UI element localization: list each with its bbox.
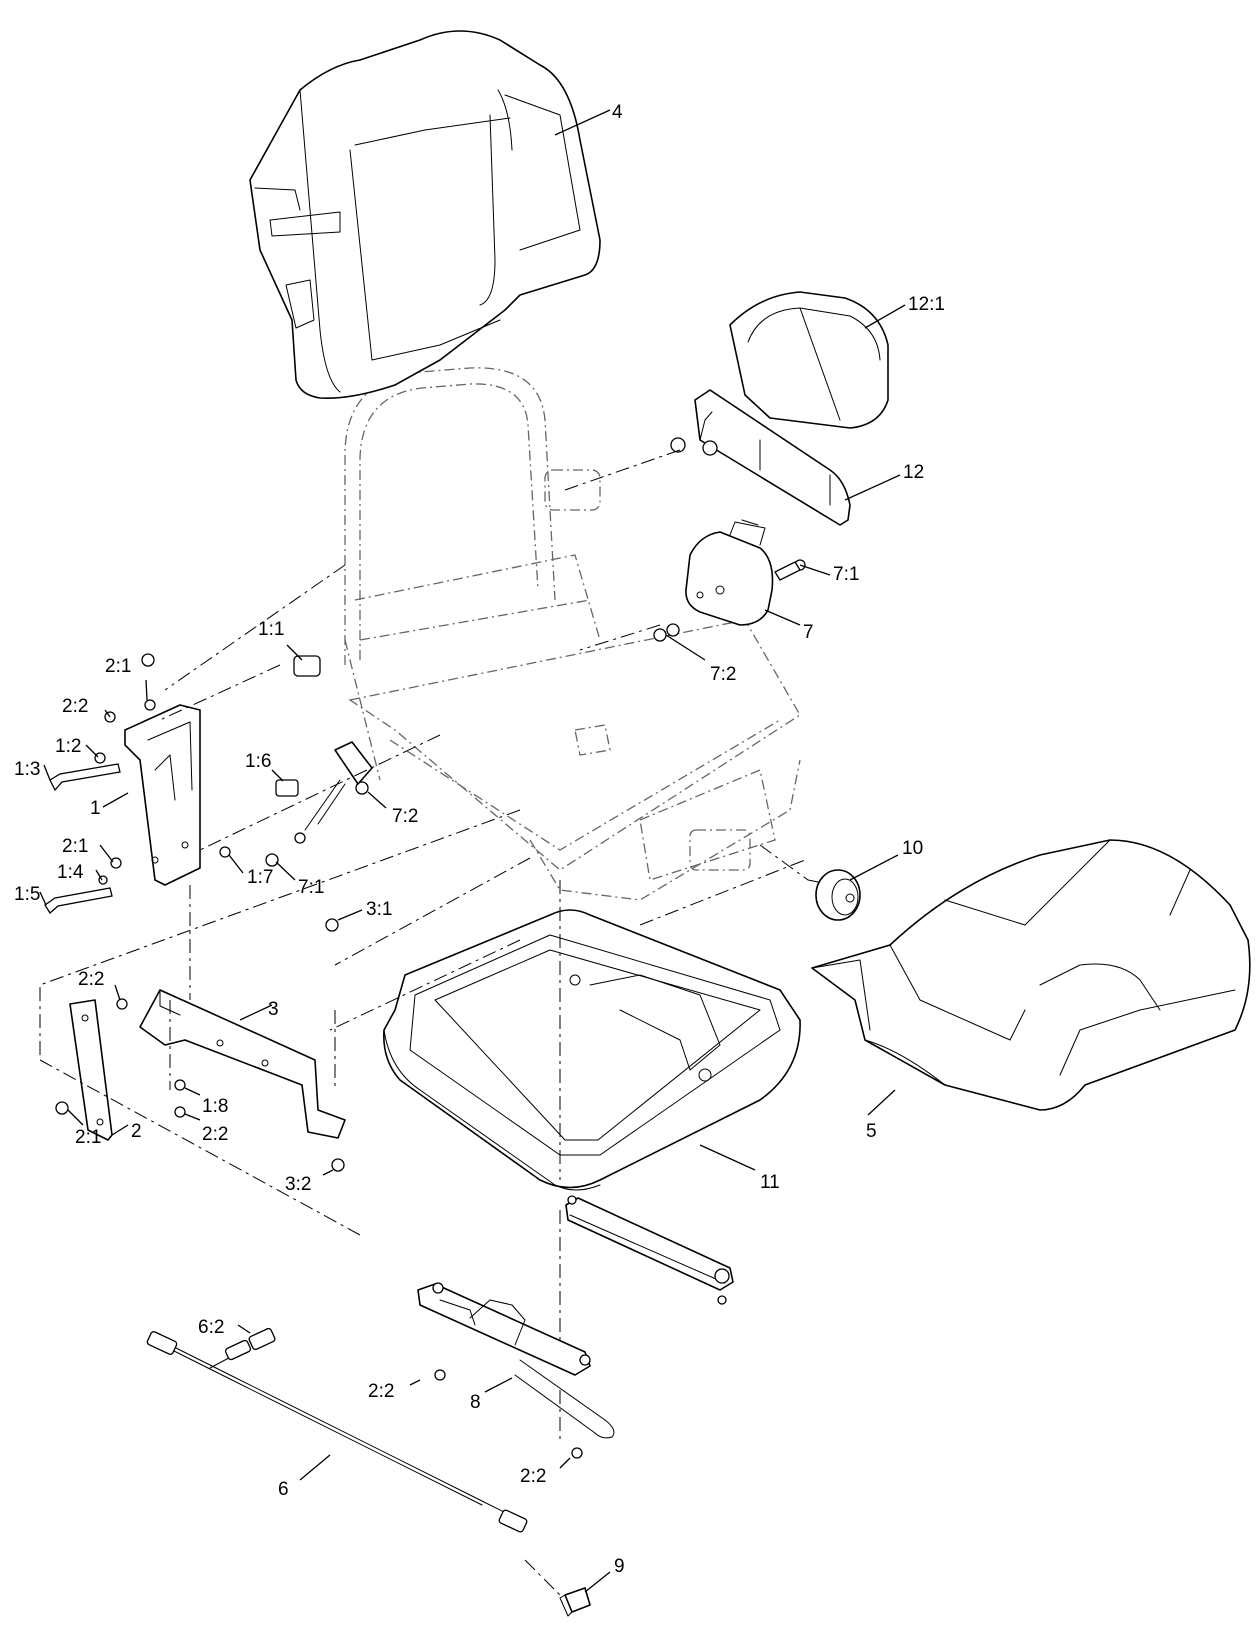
callout-2-2b: 2:2 xyxy=(78,969,104,990)
callout-2-1: 2:1 xyxy=(105,656,131,677)
callout-12-1: 12:1 xyxy=(908,294,945,315)
callout-8: 8 xyxy=(470,1392,481,1413)
callout-1-6: 1:6 xyxy=(245,751,271,772)
callout-3-2: 3:2 xyxy=(285,1174,311,1195)
seat-frame-phantom xyxy=(344,367,801,901)
seat-switch xyxy=(559,1587,591,1617)
backrest-cushion xyxy=(249,30,601,400)
seat-pan xyxy=(383,909,801,1191)
slide-rail-upper xyxy=(565,1195,734,1305)
callout-3-1: 3:1 xyxy=(366,899,392,920)
callout-7-1b: 7:1 xyxy=(298,877,324,898)
callout-1-2: 1:2 xyxy=(55,736,81,757)
callout-6-2: 6:2 xyxy=(198,1317,224,1338)
callout-1-1: 1:1 xyxy=(258,619,284,640)
small-plate xyxy=(55,998,128,1141)
seat-cushion xyxy=(811,839,1251,1111)
callout-2-2c: 2:2 xyxy=(202,1124,228,1145)
callout-1-5: 1:5 xyxy=(14,884,40,905)
callout-1-4: 1:4 xyxy=(57,862,84,883)
callout-1-8: 1:8 xyxy=(202,1096,228,1117)
callout-7-1: 7:1 xyxy=(833,564,859,585)
callout-5: 5 xyxy=(866,1121,877,1142)
callout-2: 2 xyxy=(131,1121,142,1142)
callout-11: 11 xyxy=(760,1172,780,1193)
callout-10: 10 xyxy=(902,838,923,859)
hardware-fasteners xyxy=(44,628,667,932)
callout-7-2: 7:2 xyxy=(710,664,736,685)
callout-6: 6 xyxy=(278,1479,289,1500)
armrest-bracket xyxy=(670,389,851,526)
callout-2-1c: 2:1 xyxy=(75,1127,101,1148)
callout-7: 7 xyxy=(803,622,814,643)
armrest-pad xyxy=(729,291,889,429)
callout-12: 12 xyxy=(903,462,924,483)
callout-2-1b: 2:1 xyxy=(62,836,88,857)
support-bracket xyxy=(139,989,346,1172)
callout-9: 9 xyxy=(614,1556,625,1577)
mount-bracket xyxy=(124,699,201,886)
callout-2-2e: 2:2 xyxy=(520,1466,546,1487)
callout-leader-lines xyxy=(39,109,906,1593)
slide-rail-with-lever xyxy=(417,1282,615,1459)
callout-4: 4 xyxy=(612,102,623,123)
callout-2-2: 2:2 xyxy=(62,696,88,717)
wiring-harness xyxy=(146,1327,528,1533)
callout-labels: 4 12:1 12 7:1 7 7:2 1:1 2:1 2:2 1:2 1:3 … xyxy=(14,102,945,1577)
callout-7-2b: 7:2 xyxy=(392,806,418,827)
assembly-phantom-lines xyxy=(39,449,809,1596)
callout-3: 3 xyxy=(268,999,279,1020)
seatbelt-retractor xyxy=(666,519,806,637)
callout-1-7: 1:7 xyxy=(247,867,273,888)
adjustment-knob xyxy=(807,869,861,921)
callout-1-3: 1:3 xyxy=(14,759,40,780)
callout-1: 1 xyxy=(90,798,101,819)
callout-2-2d: 2:2 xyxy=(368,1381,394,1402)
